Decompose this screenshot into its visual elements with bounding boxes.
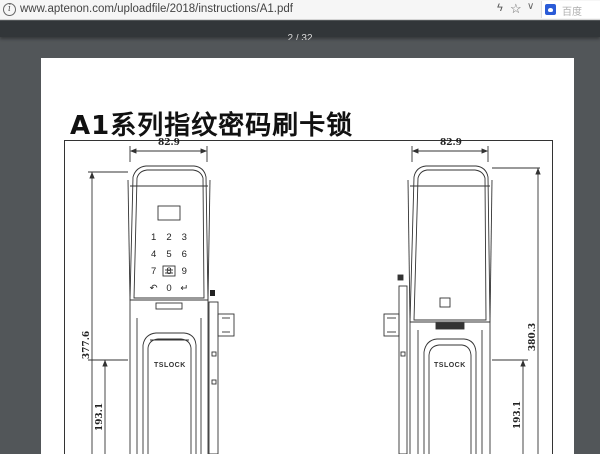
bookmark-star-icon[interactable]: ☆ [510,1,522,16]
keypad-key: 7 [151,266,157,277]
keypad-key: 5 [166,249,172,260]
info-icon[interactable]: i [3,3,16,16]
keypad-key: ↵ [180,283,189,294]
pdf-toolbar [0,21,600,37]
keypad: 1 2 3 4 5 6 7 8 9 ↶ 0 ↵ [146,230,192,298]
bolt-icon[interactable]: ϟ [497,2,503,14]
keypad-key: 1 [151,232,157,243]
dim-front-height: 377.6 [82,330,93,360]
dim-back-width: 82.9 [440,138,462,148]
dim-back-lower: 193.1 [513,400,524,430]
page-indicator: 2 / 32 [287,34,313,40]
pdf-scrollbar[interactable] [585,79,600,454]
dim-front-width: 82.9 [158,138,180,148]
front-brand-logo: TSLOCK [154,362,186,369]
frame-line-left [64,140,65,454]
address-bar[interactable]: i www.aptenon.com/uploadfile/2018/instru… [0,0,600,20]
keypad-key: 8 [166,266,172,277]
baidu-paw-icon [545,4,556,15]
document-title: A1系列指纹密码刷卡锁 [70,111,354,141]
frame-line-top [64,140,553,141]
dim-back-height: 380.3 [528,322,539,352]
keypad-key: 4 [151,249,157,260]
back-brand-logo: TSLOCK [434,362,466,369]
chevron-down-icon[interactable]: ∨ [527,1,535,12]
keypad-key: 0 [166,283,172,294]
keypad-key: 2 [166,232,172,243]
dim-front-lower: 193.1 [95,402,106,432]
keypad-key: 9 [181,266,187,277]
search-box[interactable]: 百度 [541,1,600,18]
keypad-key: 3 [181,232,187,243]
frame-line-right [552,140,553,454]
keypad-key: ↶ [149,283,158,294]
search-placeholder: 百度 [562,7,582,18]
keypad-key: 6 [181,249,187,260]
url-text[interactable]: www.aptenon.com/uploadfile/2018/instruct… [20,3,293,15]
